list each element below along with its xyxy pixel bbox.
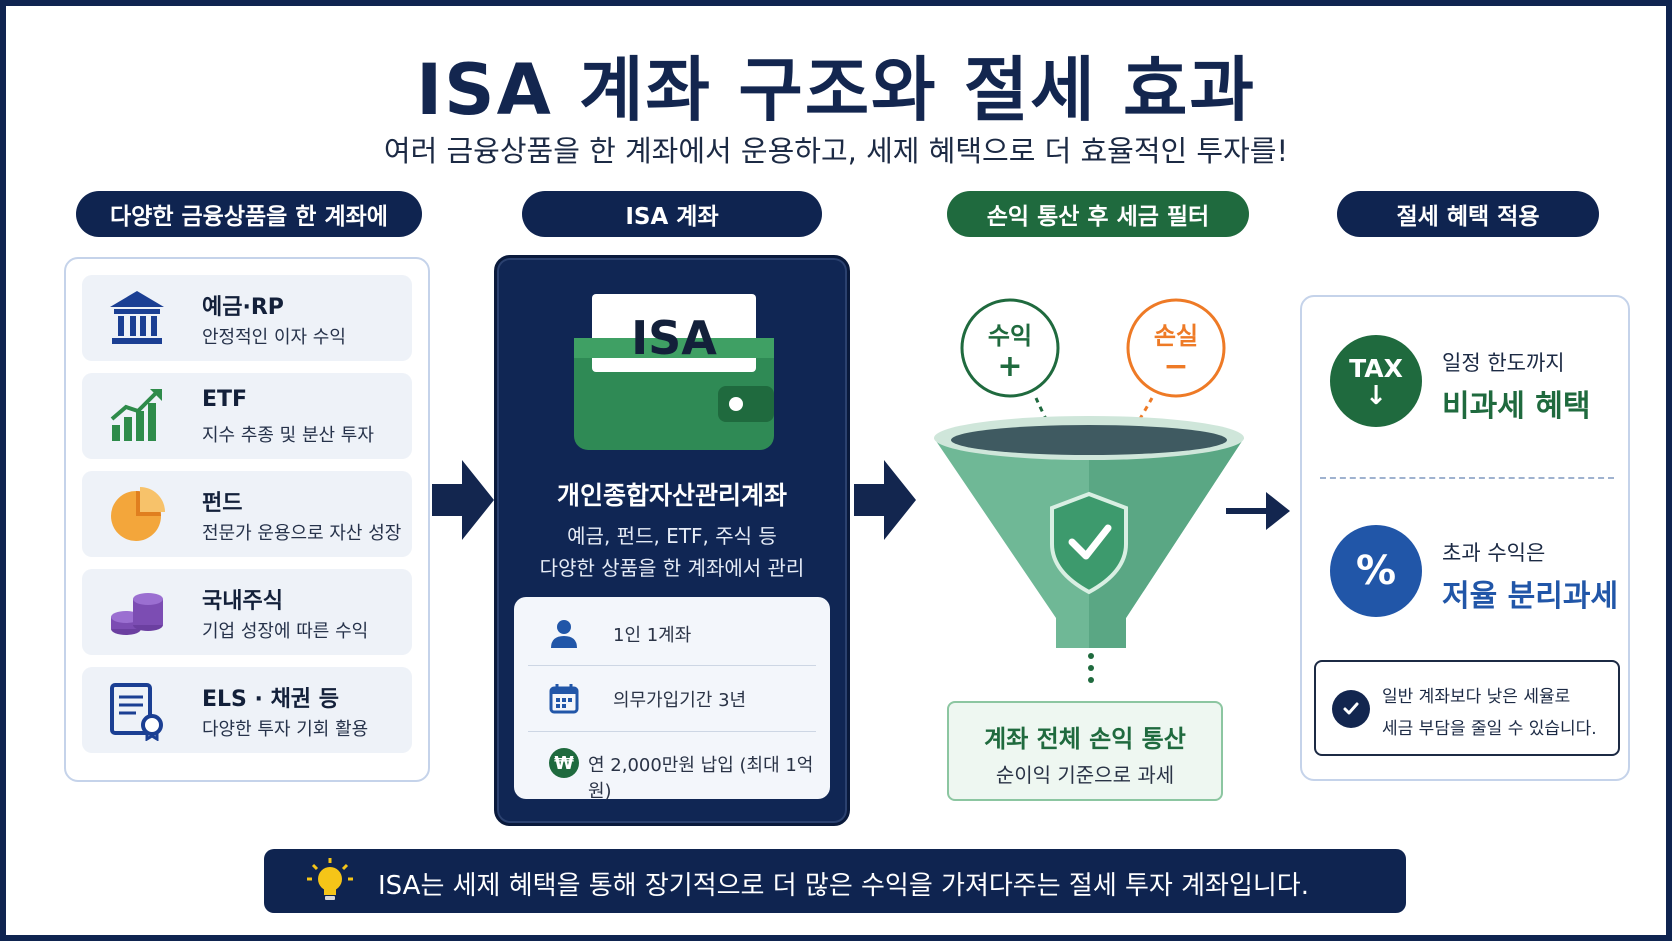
section-header-benefits: 절세 혜택 적용 [1337, 191, 1599, 237]
tax-badge-label: TAX [1349, 353, 1403, 383]
right-arrow-icon [432, 460, 494, 540]
page-title: ISA 계좌 구조와 절세 효과 [416, 49, 1256, 131]
netting-result-desc: 순이익 기준으로 과세 [995, 763, 1175, 787]
benefit-note-line: 세금 부담을 줄일 수 있습니다. [1382, 719, 1597, 739]
infographic-frame: ISA 계좌 구조와 절세 효과 여러 금융상품을 한 계좌에서 운용하고, 세… [6, 6, 1666, 935]
product-item: 예금·RP 안정적인 이자 수익 [82, 275, 412, 361]
profit-circle [960, 298, 1060, 398]
loss-sign: − [1163, 349, 1188, 384]
isa-features-card: 1인 1계좌 의무가입기간 3년 [514, 597, 830, 802]
benefit-note-line: 일반 계좌보다 낮은 세율로 [1382, 687, 1571, 707]
profit-sign: + [997, 349, 1022, 384]
loss-circle [1126, 298, 1226, 398]
netting-result-box: 계좌 전체 손익 통산 순이익 기준으로 과세 [947, 701, 1223, 801]
product-desc: 다양한 투자 기회 활용 [202, 719, 369, 740]
summary-banner: ISA는 세제 혜택을 통해 장기적으로 더 많은 수익을 가져다주는 절세 투… [264, 849, 1406, 913]
isa-description-line: 다양한 상품을 한 계좌에서 관리 [539, 556, 805, 580]
separate-tax-caption: 초과 수익은 [1442, 541, 1546, 565]
tax-exempt-benefit: 비과세 혜택 [1442, 389, 1591, 424]
check-circle-icon [1332, 690, 1370, 728]
person-icon [551, 620, 577, 648]
svg-text:₩: ₩ [554, 753, 574, 774]
profit-label: 수익 [988, 322, 1032, 350]
divider [528, 731, 816, 732]
bank-icon [110, 291, 164, 344]
pie-chart-icon [111, 487, 165, 541]
down-arrow-icon: ↓ [1365, 380, 1387, 411]
product-item: ELS · 채권 등 다양한 투자 기회 활용 [82, 667, 412, 753]
product-name: ETF [202, 387, 248, 412]
isa-description-line: 예금, 펀드, ETF, 주식 등 [567, 524, 777, 548]
isa-feature-text: 의무가입기간 3년 [613, 690, 747, 711]
product-desc: 지수 추종 및 분산 투자 [202, 425, 374, 446]
section-header-products: 다양한 금융상품을 한 계좌에 [76, 191, 422, 237]
calendar-icon [549, 684, 579, 714]
benefit-note: 일반 계좌보다 낮은 세율로 세금 부담을 줄일 수 있습니다. [1314, 660, 1620, 756]
tax-exempt-caption: 일정 한도까지 [1442, 351, 1565, 375]
product-item: ETF 지수 추종 및 분산 투자 [82, 373, 412, 459]
wallet-icon: ISA [574, 294, 774, 450]
divider [528, 665, 816, 666]
products-panel: 예금·RP 안정적인 이자 수익 ETF 지수 추종 및 분산 투자 펀드 전문… [64, 257, 430, 782]
separate-tax-benefit: 저율 분리과세 [1442, 579, 1619, 614]
wallet-label: ISA [631, 311, 717, 365]
isa-full-name: 개인종합자산관리계좌 [556, 481, 787, 510]
certificate-icon [110, 683, 163, 741]
coins-icon [111, 593, 163, 635]
right-arrow-icon [854, 460, 916, 540]
isa-feature-item: ₩ 연 2,000만원 납입 (최대 1억원) [528, 731, 816, 802]
loss-label: 손실 [1154, 322, 1198, 350]
page-subtitle: 여러 금융상품을 한 계좌에서 운용하고, 세제 혜택으로 더 효율적인 투자를… [383, 134, 1289, 168]
product-name: ELS · 채권 등 [202, 687, 339, 712]
section-header-isa: ISA 계좌 [522, 191, 822, 237]
section-header-filter: 손익 통산 후 세금 필터 [947, 191, 1249, 237]
isa-feature-item: 의무가입기간 3년 [528, 666, 816, 730]
summary-text: ISA는 세제 혜택을 통해 장기적으로 더 많은 수익을 가져다주는 절세 투… [378, 871, 1309, 901]
isa-feature-text: 연 2,000만원 납입 (최대 1억원) [588, 755, 814, 802]
right-arrow-icon [1226, 492, 1290, 530]
tax-filter-funnel: 수익 + 손실 − [934, 298, 1244, 683]
tax-badge: TAX ↓ [1330, 335, 1422, 427]
product-item: 펀드 전문가 운용으로 자산 성장 [82, 471, 412, 557]
product-name: 국내주식 [202, 589, 283, 614]
product-desc: 기업 성장에 따른 수익 [202, 621, 369, 642]
product-desc: 전문가 운용으로 자산 성장 [202, 523, 402, 544]
product-name: 펀드 [202, 491, 243, 516]
growth-chart-icon [110, 389, 162, 441]
won-icon: ₩ [549, 748, 579, 778]
shield-icon [1050, 491, 1128, 595]
product-item: 국내주식 기업 성장에 따른 수익 [82, 569, 412, 655]
lightbulb-icon [307, 858, 353, 900]
check-icon [1068, 524, 1112, 560]
isa-account-panel: ISA 개인종합자산관리계좌 예금, 펀드, ETF, 주식 등 다양한 상품을… [494, 255, 850, 826]
isa-feature-text: 1인 1계좌 [613, 625, 692, 646]
product-name: 예금·RP [202, 295, 284, 320]
netting-result-title: 계좌 전체 손익 통산 [984, 725, 1186, 753]
isa-feature-item: 1인 1계좌 [528, 601, 816, 665]
product-desc: 안정적인 이자 수익 [202, 327, 346, 348]
divider [1320, 477, 1614, 479]
benefits-panel: TAX ↓ 일정 한도까지 비과세 혜택 % 초과 수익은 저율 분리과세 일반… [1300, 295, 1630, 781]
percent-icon: % [1330, 525, 1422, 617]
